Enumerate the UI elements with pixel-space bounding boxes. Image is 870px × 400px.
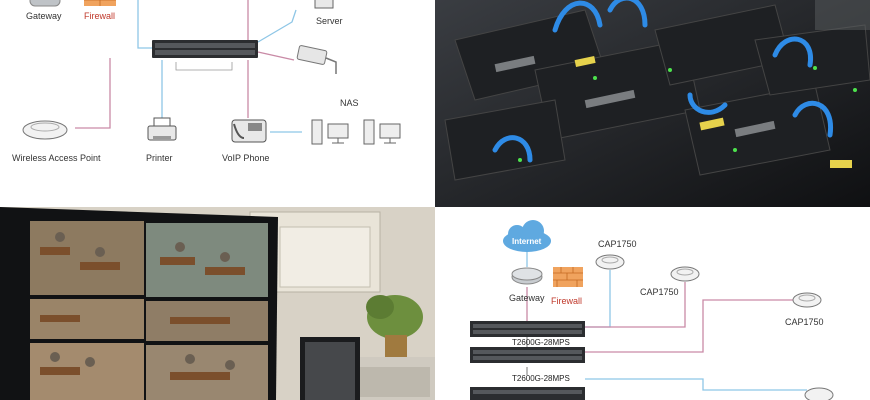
cap-label-2: CAP1750: [640, 287, 679, 297]
server-icon: [314, 0, 334, 9]
cap-label-1: CAP1750: [598, 239, 637, 249]
internet-label: Internet: [512, 237, 542, 246]
gateway-label: Gateway: [509, 293, 545, 303]
wireless-ap-label: Wireless Access Point: [12, 153, 101, 163]
cap-icon-3: [792, 292, 822, 308]
rack-photo-svg: [435, 0, 870, 207]
nas-label: NAS: [340, 98, 359, 108]
printer-label: Printer: [146, 153, 173, 163]
gateway-label: Gateway: [26, 11, 62, 21]
firewall-icon: [553, 267, 583, 287]
cap-icon-1: [595, 254, 625, 270]
switch-icon-1: [470, 321, 585, 337]
voip-phone-icon: [231, 119, 267, 143]
network-diagram-bottom-right: Internet Gateway Firewall CAP1750 CAP175…: [435, 207, 870, 400]
switch-icon-3: [470, 387, 585, 400]
switch-label-2: T2600G-28MPS: [512, 374, 570, 383]
voip-phone-label: VoIP Phone: [222, 153, 270, 163]
nas-computer-icon-1: [311, 119, 349, 145]
cap-label-3: CAP1750: [785, 317, 824, 327]
camera-icon: [296, 45, 337, 74]
cctv-photo-svg: [0, 207, 435, 400]
network-diagram-svg: [22, 0, 401, 145]
switch-icon-2: [470, 347, 585, 363]
cap-icon-2: [670, 266, 700, 282]
nas-computer-icon-2: [363, 119, 401, 145]
gateway-icon: [29, 0, 61, 7]
rack-equipment-photo: [435, 0, 870, 207]
cctv-camera-grid: [30, 221, 268, 400]
cap-icon-4: [804, 387, 834, 400]
internet-cloud-icon: [503, 220, 551, 252]
printer-icon: [147, 117, 177, 141]
firewall-icon: [84, 0, 116, 6]
wireless-ap-icon: [22, 120, 68, 140]
firewall-label: Firewall: [84, 11, 116, 21]
firewall-label: Firewall: [551, 296, 583, 306]
network-diagram-2-svg: [470, 220, 834, 400]
server-label: Server: [316, 16, 343, 26]
cctv-monitor-photo: [0, 207, 435, 400]
network-diagram-top-left: Gateway Firewall Server NAS Wireless Acc…: [0, 0, 435, 207]
switch-icon: [152, 40, 258, 71]
switch-label-1: T2600G-28MPS: [512, 338, 570, 347]
gateway-icon: [511, 267, 543, 285]
